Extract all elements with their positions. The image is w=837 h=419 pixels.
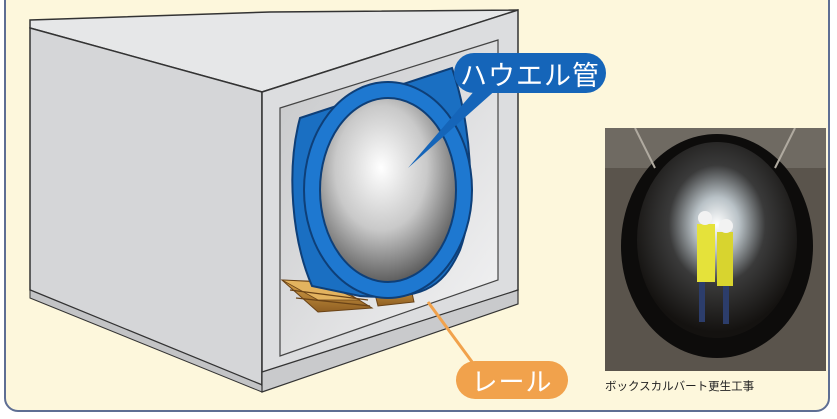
culvert-floor-ledge — [261, 289, 519, 393]
howel-pipe — [291, 66, 473, 299]
construction-photo — [605, 128, 826, 371]
pipe-interior — [319, 97, 457, 283]
photo-image — [605, 128, 826, 371]
pipe-label: ハウエル管 — [454, 53, 606, 93]
rail-label: レール — [456, 361, 568, 399]
pipe-label-pointer — [408, 82, 498, 168]
photo-caption: ボックスカルバート更生工事 — [605, 379, 755, 393]
rail-label-pointer — [426, 301, 480, 371]
rail-left-top — [281, 279, 361, 301]
